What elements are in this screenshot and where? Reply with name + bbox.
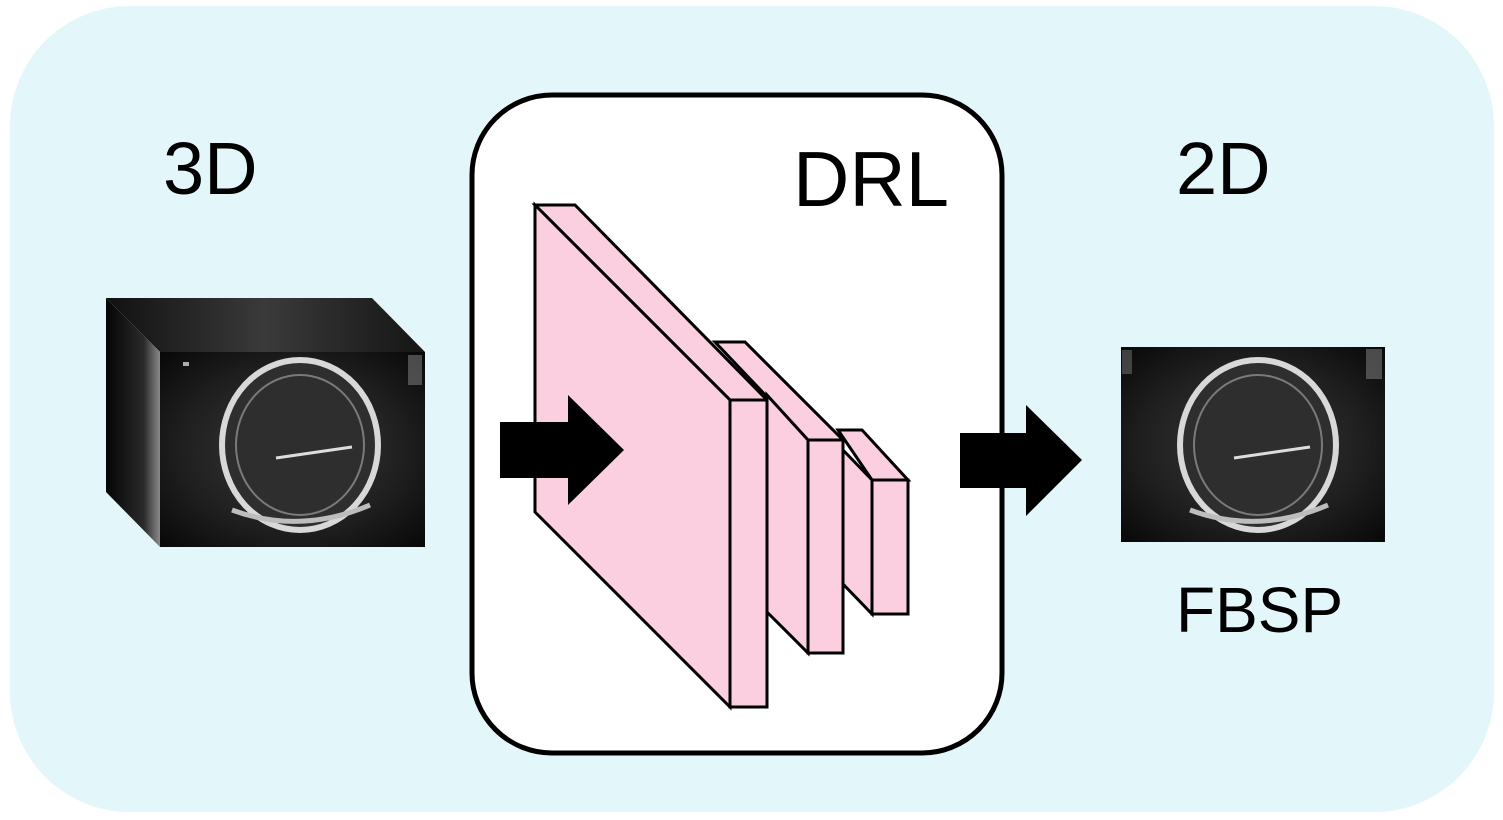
output-name-label: FBSP [1176, 574, 1344, 646]
network-layer-1 [531, 201, 771, 711]
output-dimension-label: 2D [1176, 127, 1271, 210]
ultrasound-volume-cube-icon [106, 298, 425, 547]
input-dimension-label: 3D [163, 127, 258, 210]
model-label: DRL [793, 135, 950, 223]
network-layer-3 [835, 428, 912, 618]
ultrasound-plane-image-icon [1121, 347, 1385, 542]
arrow-right-icon [500, 395, 624, 505]
network-layer-2 [711, 340, 847, 657]
arrow-right-icon [960, 405, 1082, 516]
